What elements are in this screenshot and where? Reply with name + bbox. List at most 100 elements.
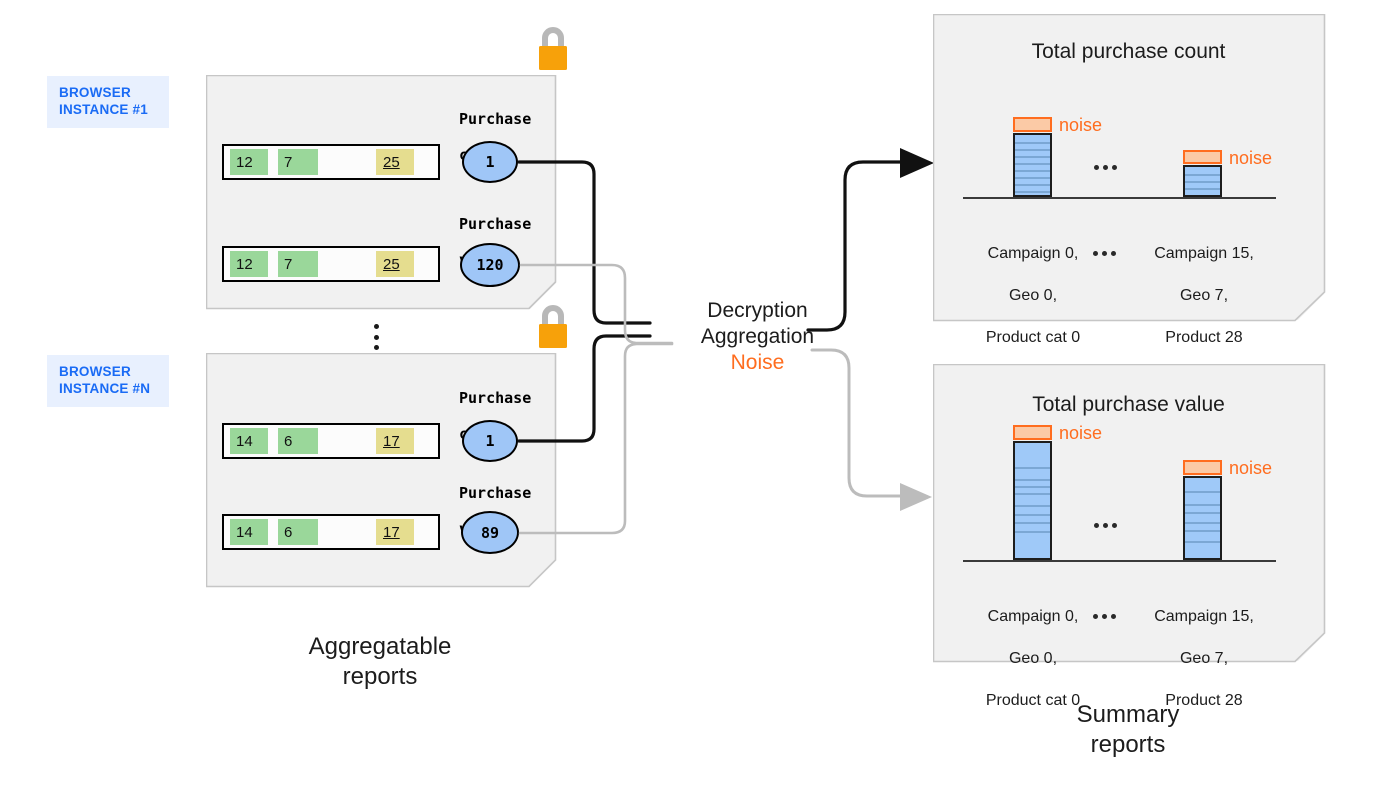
badge-line-1: BROWSER (59, 364, 131, 379)
noise-cap-value-bar-2 (1183, 460, 1222, 475)
chip-value: 25 (383, 255, 400, 273)
caption-ellipsis-value (1093, 614, 1116, 619)
instances-ellipsis (374, 324, 379, 350)
chip-value: 25 (383, 153, 400, 171)
browser-instance-n-badge: BROWSER INSTANCE #N (47, 355, 169, 407)
badge-line-1: BROWSER (59, 85, 131, 100)
bubble-value: 1 (485, 153, 495, 171)
caption-line-1: Campaign 15, (1154, 245, 1254, 262)
report-chip-geo: 7 (278, 251, 318, 277)
dot (1103, 523, 1108, 528)
badge-line-2: INSTANCE #N (59, 381, 151, 396)
noise-label-count-bar-1: noise (1059, 115, 1103, 135)
dot (1102, 251, 1107, 256)
bubble-value: 120 (476, 256, 504, 274)
report-chip-geo: 6 (278, 519, 318, 545)
report-chip-aggregation-value: 17 (376, 519, 414, 545)
purchase-value-bubble-n: 89 (461, 511, 519, 554)
report-chip-aggregation-value: 25 (376, 251, 414, 277)
noise-label-value-bar-1: noise (1059, 423, 1103, 443)
dot (374, 334, 379, 340)
report-row-value-1: 12 7 25 (222, 246, 440, 282)
caption-ellipsis-count (1093, 251, 1116, 256)
caption-line-3: Product cat 0 (985, 692, 1081, 709)
chart-ellipsis-value (1094, 523, 1117, 528)
caption-line-1: Campaign 0, (987, 245, 1079, 262)
caption-line-2: Geo 7, (1179, 287, 1229, 304)
caption-line-1: Campaign 0, (987, 608, 1079, 625)
process-line-decryption: Decryption (707, 299, 808, 322)
dot (1111, 614, 1116, 619)
dot (1103, 165, 1108, 170)
dot (1112, 165, 1117, 170)
purchase-count-bubble-1: 1 (462, 141, 518, 183)
process-line-aggregation: Aggregation (700, 325, 815, 348)
caption-line-3: Product 28 (1165, 692, 1243, 709)
chip-value: 7 (284, 255, 293, 273)
chart-caption-count-2: Campaign 15, Geo 7, Product 28 (1134, 222, 1274, 369)
dot (1112, 523, 1117, 528)
report-chip-geo: 7 (278, 149, 318, 175)
chart-caption-count-1: Campaign 0, Geo 0, Product cat 0 (963, 222, 1103, 369)
noise-label-count-bar-2: noise (1229, 148, 1273, 168)
noise-label-value-bar-2: noise (1229, 458, 1273, 478)
caption-line-1: Campaign 15, (1154, 608, 1254, 625)
chart-axis-count (963, 197, 1276, 199)
chip-value: 14 (236, 523, 253, 541)
report-row-count-1: 12 7 25 (222, 144, 440, 180)
chip-value: 12 (236, 153, 253, 171)
caption-line-2: Geo 0, (1008, 650, 1058, 667)
report-chip-aggregation-value: 17 (376, 428, 414, 454)
report-chip-geo: 6 (278, 428, 318, 454)
report-row-count-n: 14 6 17 (222, 423, 440, 459)
report-row-value-n: 14 6 17 (222, 514, 440, 550)
process-line-noise: Noise (730, 351, 785, 374)
caption-line-2: Geo 7, (1179, 650, 1229, 667)
chip-value: 7 (284, 153, 293, 171)
report-chip-campaign: 12 (230, 149, 268, 175)
chart-caption-value-2: Campaign 15, Geo 7, Product 28 (1134, 585, 1274, 732)
dot (374, 345, 379, 350)
metric-label-line-1: Purchase (459, 389, 532, 407)
dot (1102, 614, 1107, 619)
report-chip-campaign: 12 (230, 251, 268, 277)
dot (1094, 165, 1099, 170)
bubble-value: 1 (485, 432, 495, 450)
chip-value: 12 (236, 255, 253, 273)
report-chip-aggregation-value: 25 (376, 149, 414, 175)
chart-bar-value-1 (1013, 441, 1052, 560)
chart-bar-value-2 (1183, 476, 1222, 560)
summary-title-count: Total purchase count (1031, 40, 1226, 63)
lock-icon (533, 22, 573, 79)
chip-value: 6 (284, 523, 293, 541)
dot (1093, 614, 1098, 619)
purchase-value-bubble-1: 120 (460, 243, 520, 287)
chip-value: 6 (284, 432, 293, 450)
chart-axis-value (963, 560, 1276, 562)
noise-cap-count-bar-2 (1183, 150, 1222, 164)
report-chip-campaign: 14 (230, 428, 268, 454)
chip-value: 17 (383, 432, 400, 450)
noise-cap-count-bar-1 (1013, 117, 1052, 132)
caption-line-3: Product 28 (1165, 329, 1243, 346)
dot (1093, 251, 1098, 256)
metric-label-line-1: Purchase (459, 215, 532, 233)
metric-label-line-1: Purchase (459, 110, 532, 128)
summary-title-value: Total purchase value (1032, 393, 1225, 416)
browser-instance-1-badge: BROWSER INSTANCE #1 (47, 76, 169, 128)
chart-ellipsis-count (1094, 165, 1117, 170)
dot (1094, 523, 1099, 528)
dot (374, 324, 379, 329)
metric-label-line-1: Purchase (459, 484, 532, 502)
aggregatable-reports-caption: Aggregatable reports (308, 633, 452, 690)
chart-bar-count-1 (1013, 133, 1052, 197)
noise-cap-value-bar-1 (1013, 425, 1052, 440)
dot (1111, 251, 1116, 256)
badge-line-2: INSTANCE #1 (59, 102, 148, 117)
chip-value: 14 (236, 432, 253, 450)
chart-bar-count-2 (1183, 165, 1222, 197)
chart-caption-value-1: Campaign 0, Geo 0, Product cat 0 (963, 585, 1103, 732)
caption-line-2: Geo 0, (1008, 287, 1058, 304)
purchase-count-bubble-n: 1 (462, 420, 518, 462)
